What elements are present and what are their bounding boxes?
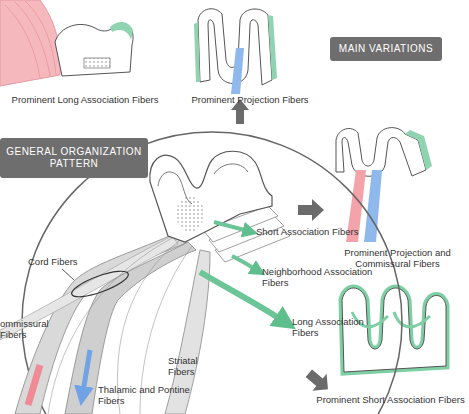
section-header: MAIN VARIATIONS: [330, 37, 442, 61]
stippled-region: [176, 196, 204, 232]
stippled-region: [84, 58, 110, 68]
fiber-label: Cord Fibers: [28, 256, 98, 267]
fiber-label: Prominent Short Association Fibers: [312, 394, 469, 405]
fiber-label: Long Association Fibers: [292, 316, 387, 338]
gyrus-fold: [150, 151, 272, 242]
header-text: MAIN VARIATIONS: [339, 43, 433, 55]
association-arrow: [232, 256, 260, 272]
section-header: GENERAL ORGANIZATION PATTERN: [0, 138, 148, 178]
association-arrow: [214, 222, 252, 232]
gyrus-fold: [342, 288, 446, 372]
commissural-marker: [28, 365, 40, 405]
short-fiber-accent: [405, 130, 432, 170]
variation-arrow: [298, 199, 324, 221]
fiber-label: Neighborhood Association Fibers: [262, 266, 387, 288]
fold-edge: [158, 164, 248, 204]
fiber-label: Striatal Fibers: [168, 355, 223, 377]
gyrus-fold: [55, 24, 133, 76]
fiber-label: Prominent Long Association Fibers: [10, 94, 160, 105]
projection-arrow: [82, 350, 90, 398]
variation-arrow: [302, 365, 335, 398]
fiber-striation: [5, 1, 56, 78]
fiber-label: Thalamic and Pontine Fibers: [98, 384, 208, 406]
projection-fiber-band: [231, 48, 244, 94]
short-fiber-accent: [110, 22, 133, 40]
leader-line: [62, 269, 74, 280]
short-fiber-outline: [342, 288, 446, 372]
cord-ring: [69, 266, 131, 302]
header-text: GENERAL ORGANIZATION PATTERN: [4, 146, 144, 170]
fiber-label: ommissural Fibers: [0, 318, 60, 340]
long-fiber-band: [0, 0, 60, 86]
fiber-label: Prominent Projection and Commissural Fib…: [330, 247, 465, 269]
fiber-label: Short Association Fibers: [256, 226, 386, 237]
fiber-label: Prominent Projection Fibers: [180, 94, 320, 105]
